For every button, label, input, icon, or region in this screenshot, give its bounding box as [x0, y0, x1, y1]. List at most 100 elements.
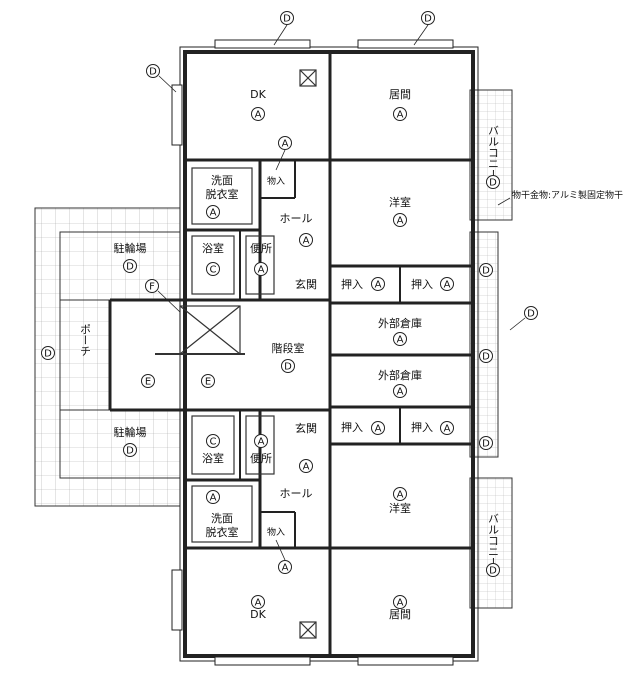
marker-a: A [393, 332, 407, 346]
marker-d: D [123, 443, 137, 457]
room-balcony-lower: バルコニー [487, 513, 500, 568]
room-closet-lower-2: 押入 [411, 420, 433, 434]
marker-c: C [206, 262, 220, 276]
marker-a: A [393, 595, 407, 609]
room-storage-lower: 物入 [267, 526, 285, 538]
marker-a: A [254, 262, 268, 276]
svg-text:D: D [482, 439, 490, 450]
svg-text:A: A [210, 493, 217, 504]
room-hall-lower: ホール [280, 487, 313, 500]
room-entrance-upper: 玄関 [295, 277, 317, 291]
svg-text:A: A [375, 424, 382, 435]
svg-text:A: A [255, 110, 262, 121]
room-stairs: 階段室 [272, 341, 305, 355]
room-toilet-upper: 便所 [250, 242, 272, 255]
marker-d: D [123, 259, 137, 273]
room-balcony-upper: バルコニー [487, 125, 500, 180]
room-storage-upper: 物入 [267, 175, 285, 187]
room-living-upper: 居間 [389, 88, 411, 101]
room-dk-upper: DK [250, 88, 266, 101]
svg-text:A: A [397, 216, 404, 227]
room-toilet-lower: 便所 [250, 452, 272, 465]
marker-a: A [371, 421, 385, 435]
svg-text:D: D [482, 266, 490, 277]
room-closet-upper-1: 押入 [341, 277, 363, 291]
svg-text:A: A [444, 280, 451, 291]
marker-a: A [278, 560, 292, 574]
windows [171, 39, 454, 666]
marker-d: D [479, 436, 493, 450]
svg-text:A: A [255, 598, 262, 609]
marker-a: A [251, 595, 265, 609]
svg-text:D: D [44, 349, 52, 360]
room-dressing-lower: 脱衣室 [206, 525, 239, 539]
room-outdoor-storage-lower: 外部倉庫 [378, 368, 422, 382]
marker-a: A [393, 213, 407, 227]
marker-d: D [421, 11, 435, 25]
svg-text:A: A [397, 387, 404, 398]
svg-text:A: A [282, 139, 289, 150]
svg-text:A: A [303, 236, 310, 247]
marker-e: E [201, 374, 215, 388]
svg-text:E: E [145, 377, 151, 388]
svg-text:E: E [205, 377, 211, 388]
room-hall-upper: ホール [280, 212, 313, 225]
svg-text:A: A [210, 208, 217, 219]
svg-text:A: A [258, 265, 265, 276]
svg-text:A: A [397, 110, 404, 121]
svg-text:A: A [397, 490, 404, 501]
marker-f: F [145, 279, 159, 293]
svg-text:A: A [375, 280, 382, 291]
marker-a: A [440, 421, 454, 435]
marker-a: A [393, 487, 407, 501]
marker-d: D [479, 349, 493, 363]
svg-text:D: D [489, 178, 497, 189]
marker-a: A [206, 205, 220, 219]
room-washroom-lower: 洗面 [211, 512, 233, 525]
marker-d: D [486, 175, 500, 189]
svg-text:A: A [444, 424, 451, 435]
marker-a: A [299, 459, 313, 473]
marker-d: D [280, 11, 294, 25]
marker-a: A [206, 490, 220, 504]
room-washroom-upper: 洗面 [211, 174, 233, 187]
svg-text:D: D [424, 14, 432, 25]
svg-text:C: C [210, 437, 217, 448]
room-entrance-lower: 玄関 [295, 421, 317, 435]
room-closet-upper-2: 押入 [411, 277, 433, 291]
room-living-lower: 居間 [389, 608, 411, 621]
svg-text:A: A [397, 335, 404, 346]
room-parking-upper: 駐輪場 [114, 241, 147, 255]
room-bath-upper: 浴室 [202, 241, 224, 255]
room-bath-lower: 浴室 [202, 451, 224, 465]
svg-text:D: D [482, 352, 490, 363]
svg-text:D: D [149, 67, 157, 78]
marker-a: A [371, 277, 385, 291]
note-drying-rack: 物干金物:アルミ製固定物干 [512, 189, 623, 201]
svg-text:A: A [397, 598, 404, 609]
fixtures [155, 69, 317, 639]
svg-text:A: A [282, 563, 289, 574]
svg-text:D: D [126, 446, 134, 457]
marker-d: D [524, 306, 538, 320]
marker-a: A [278, 136, 292, 150]
marker-d: D [146, 64, 160, 78]
room-closet-lower-1: 押入 [341, 420, 363, 434]
marker-a: A [440, 277, 454, 291]
svg-text:D: D [527, 309, 535, 320]
marker-a: A [251, 107, 265, 121]
svg-text:D: D [284, 362, 292, 373]
spec-markers: A A A A A A C A A A A D A E E F D D D A … [41, 11, 538, 609]
room-porch: ポーチ [79, 323, 92, 356]
room-western-upper: 洋室 [389, 195, 411, 209]
svg-text:D: D [126, 262, 134, 273]
marker-a: A [393, 384, 407, 398]
marker-c: C [206, 434, 220, 448]
marker-a: A [299, 233, 313, 247]
room-outdoor-storage-upper: 外部倉庫 [378, 316, 422, 330]
room-dk-lower: DK [250, 608, 266, 621]
leader-lines [157, 24, 526, 561]
room-dressing-upper: 脱衣室 [206, 187, 239, 201]
room-western-lower: 洋室 [389, 501, 411, 515]
